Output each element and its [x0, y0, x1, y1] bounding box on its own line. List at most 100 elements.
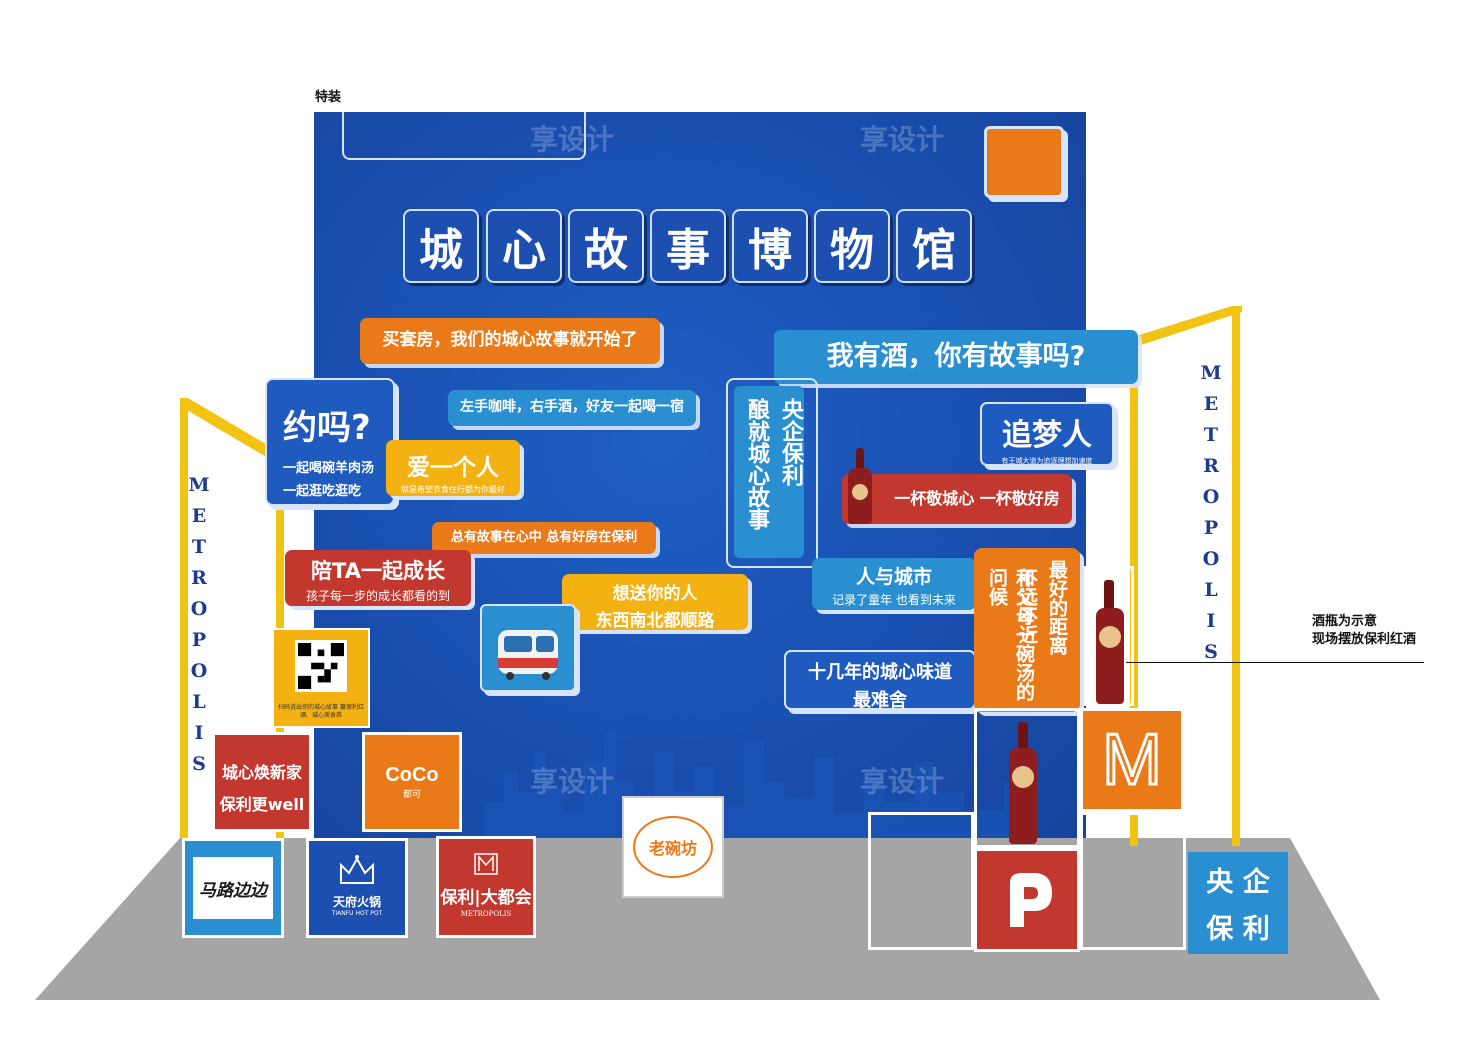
wine-label-icon — [1012, 766, 1034, 788]
wine-label-icon — [852, 484, 868, 500]
bubble-dream: 追梦人 有王城大道为追逐理想加速度 — [980, 402, 1114, 466]
qr-code-icon — [298, 643, 344, 689]
watermark: 享设计 — [530, 765, 615, 798]
coco-sub: 都可 — [402, 790, 421, 800]
dream-sub: 有王城大道为追逐理想加速度 — [1001, 457, 1093, 465]
title-char: 故 — [568, 209, 644, 283]
malu-logo: 马路边边 — [193, 857, 273, 919]
crown-icon — [340, 855, 374, 884]
metropolis-cn: 保利|大都会 — [440, 888, 532, 908]
bubble-grow: 陪TA一起成长 孩子每一步的成长都看的到 — [285, 550, 471, 606]
bubble-soe-panel: 酿就城心故事 央企保利 — [734, 386, 804, 558]
bubble-love: 爱一个人 就是希望衣食住行都为你最好 — [386, 440, 520, 496]
metropolis-cube: 保利|大都会 METROPOLIS — [436, 836, 536, 938]
yellow-frame-post — [1232, 306, 1240, 846]
send-line1: 想送你的人 — [612, 584, 698, 604]
bubble-taste: 十几年的城心味道 最难舍 — [784, 650, 976, 711]
decor-frame — [342, 112, 586, 160]
wine-bottle-icon — [1009, 748, 1037, 844]
poly-logo-icon — [1010, 873, 1052, 927]
wine-bottle-icon — [1104, 580, 1114, 612]
grow-sub: 孩子每一步的成长都看的到 — [305, 589, 450, 603]
orange-square — [984, 126, 1064, 198]
tianfu-sub: TIANFU HOT POT — [331, 910, 383, 917]
send-line2: 东西南北都顺路 — [595, 611, 715, 631]
title-char: 馆 — [896, 209, 972, 283]
poly-logo-cube — [974, 848, 1080, 952]
m-logo: M — [1101, 719, 1164, 802]
bubble-best-distance: 最好的距离 不远不近 和父母一碗汤的问候 — [974, 548, 1080, 712]
best-col3: 和父母一碗汤的问候 — [986, 568, 1035, 701]
best-col1: 最好的距离 — [1046, 560, 1068, 655]
metropolis-m-icon — [474, 853, 498, 875]
coco-logo: CoCo — [385, 764, 439, 786]
annotation-line1: 酒瓶为示意 — [1312, 614, 1378, 629]
metropolis-en: METROPOLIS — [460, 910, 512, 918]
watermark: 享设计 — [530, 123, 615, 156]
grow-title: 陪TA一起成长 — [311, 559, 445, 583]
renew-line2: 保利更well — [219, 795, 305, 814]
malu-cube: 马路边边 — [182, 838, 284, 938]
qr-panel: 扫码说出你的城心故事 赢保利红酒、城心美食券 — [272, 628, 370, 728]
qr-caption: 扫码说出你的城心故事 赢保利红酒、城心美食券 — [278, 704, 364, 719]
soe-right-line2: 保 利 — [1206, 914, 1270, 945]
love-title: 爱一个人 — [407, 455, 499, 481]
title-char: 事 — [650, 209, 726, 283]
booth-type-label: 特装 — [315, 90, 342, 105]
qr-code[interactable] — [295, 640, 347, 692]
title-char: 博 — [732, 209, 808, 283]
tianfu-name: 天府火锅 — [332, 895, 381, 909]
soe-right-line1: 央 企 — [1206, 867, 1270, 898]
metropolis-text-left: METROPOLIS — [188, 474, 210, 784]
cube-outline — [1080, 812, 1186, 950]
title-char: 心 — [486, 209, 562, 283]
bubble-date: 约吗? 一起喝碗羊肉汤 一起逛吃逛吃 — [265, 378, 395, 506]
date-title: 约吗? — [283, 408, 371, 448]
train-tile — [480, 604, 576, 692]
date-line2: 一起逛吃逛吃 — [283, 484, 362, 499]
coco-cube: CoCo 都可 — [362, 732, 462, 832]
best-col2: 不远不近 — [1016, 568, 1038, 644]
annotation-leader-line — [1126, 662, 1424, 663]
dream-title: 追梦人 — [1002, 418, 1092, 453]
metropolis-text-right: METROPOLIS — [1200, 362, 1222, 672]
cube-outline — [1084, 566, 1134, 706]
soe-poly-cube: 央 企 保 利 — [1188, 852, 1288, 954]
watermark: 享设计 — [860, 765, 945, 798]
yellow-frame-post — [180, 398, 188, 838]
laoyoufang-logo: 老碗坊 — [633, 816, 713, 878]
love-sub: 就是希望衣食住行都为你最好 — [401, 485, 505, 494]
taste-line2: 最难舍 — [853, 690, 907, 711]
annotation-line2: 现场摆放保利红酒 — [1312, 632, 1417, 647]
bubble-coffee: 左手咖啡，右手酒，好友一起喝一宿 — [448, 390, 696, 426]
taste-line1: 十几年的城心味道 — [808, 662, 952, 683]
cube-outline — [974, 708, 1080, 848]
yellow-frame-top — [180, 398, 286, 464]
train-icon — [498, 630, 558, 680]
city-skyline — [484, 732, 1024, 838]
bubble-wine: 我有酒，你有故事吗? — [774, 330, 1138, 384]
title-char: 城 — [403, 209, 479, 283]
metropolis-m-cube: M — [1080, 708, 1184, 812]
renew-line1: 城心焕新家 — [221, 763, 302, 782]
city-sub: 记录了童年 也看到未来 — [832, 593, 956, 607]
city-title: 人与城市 — [855, 566, 932, 588]
wine-bottle-icon — [856, 448, 864, 470]
tianfu-cube: 天府火锅 TIANFU HOT POT — [306, 838, 408, 938]
renew-cube: 城心焕新家 保利更well — [212, 732, 312, 832]
bubble-city: 人与城市 记录了童年 也看到未来 — [812, 558, 976, 610]
wine-bottle-icon — [1018, 722, 1028, 752]
bubble-buy-house: 买套房，我们的城心故事就开始了 — [360, 318, 660, 364]
brew-text: 酿就城心故事 — [744, 398, 769, 530]
title-char: 物 — [814, 209, 890, 283]
yellow-frame-top — [1130, 306, 1242, 346]
bubble-send: 想送你的人 东西南北都顺路 — [562, 574, 748, 631]
bubble-toast: 一杯敬城心 一杯敬好房 — [842, 474, 1072, 524]
watermark: 享设计 — [860, 123, 945, 156]
soe-frame — [726, 378, 818, 568]
yellow-frame-post — [1130, 338, 1138, 846]
soe-text: 央企保利 — [778, 398, 803, 486]
wine-label-icon — [1099, 626, 1121, 648]
bubble-story: 总有故事在心中 总有好房在保利 — [432, 522, 656, 554]
date-line1: 一起喝碗羊肉汤 — [283, 461, 375, 476]
